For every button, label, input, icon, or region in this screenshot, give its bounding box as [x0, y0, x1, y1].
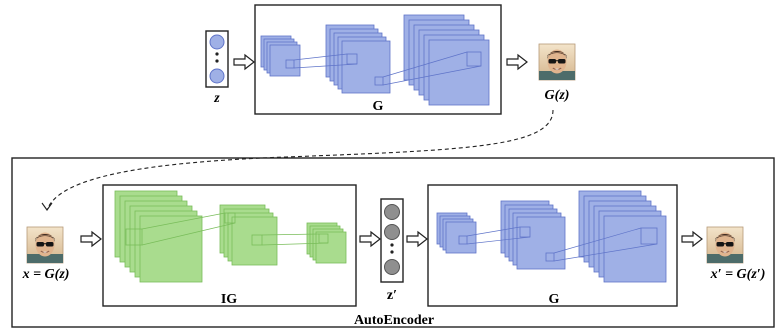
- connector-line: [141, 222, 236, 246]
- inverse-generator-label: IG: [221, 292, 237, 307]
- connector-line: [466, 236, 531, 245]
- feature-map: [603, 215, 667, 283]
- latent-label-bottom: z′: [387, 288, 397, 303]
- generator-stack-top-medium: [325, 24, 391, 94]
- kernel-patch: [640, 227, 658, 245]
- feature-map: [516, 216, 566, 270]
- autoencoder-section: x = G(z): [11, 157, 775, 328]
- feature-map: [315, 231, 347, 264]
- dashed-connector-icon: [41, 109, 554, 211]
- connector-line: [553, 227, 642, 254]
- input-image-label: x = G(z): [22, 267, 70, 282]
- connector-line: [382, 65, 482, 86]
- autoencoder-label: AutoEncoder: [354, 313, 434, 328]
- connector-line: [261, 233, 320, 236]
- latent-dot-bottom-2: [390, 250, 394, 254]
- latent-node-top-2: [209, 68, 225, 84]
- kernel-patch: [466, 51, 482, 67]
- connector-line: [553, 243, 658, 262]
- generator-stack-bottom-medium: [500, 200, 566, 270]
- arrow-icon-top-1: [233, 54, 255, 70]
- connector-line: [466, 226, 521, 237]
- feature-map: [231, 216, 278, 266]
- top-generator-section: z: [205, 4, 576, 115]
- inverse-generator-connectors: [141, 212, 329, 246]
- arrow-icon-bottom-4: [681, 231, 703, 247]
- generated-image-label: G(z): [545, 88, 570, 103]
- face-thumbnail-icon-top: [538, 43, 576, 81]
- generator-stack-top-small: [260, 35, 301, 77]
- kernel-patch: [545, 252, 555, 262]
- feature-map: [341, 40, 391, 94]
- kernel-patch: [285, 59, 295, 69]
- latent-node-bottom-2: [384, 224, 400, 240]
- generator-stack-top-large: [403, 14, 490, 106]
- latent-dot-bottom-1: [390, 243, 394, 247]
- latent-node-top-1: [209, 34, 225, 50]
- latent-node-bottom-1: [384, 204, 400, 220]
- latent-vector-top: [205, 30, 229, 88]
- face-thumbnail-icon-input: [26, 226, 64, 264]
- arrow-icon-bottom-3: [406, 231, 428, 247]
- connector-line: [141, 212, 226, 230]
- feature-map: [445, 221, 477, 254]
- latent-dot-top-1: [215, 52, 219, 56]
- face-thumbnail-icon-output: [706, 226, 744, 264]
- connector-line: [293, 53, 348, 61]
- latent-dot-top-2: [215, 59, 219, 63]
- latent-node-bottom-3: [384, 259, 400, 275]
- generator-stack-bottom-small: [436, 212, 477, 254]
- kernel-patch: [458, 235, 468, 245]
- latent-vector-bottom: [380, 198, 404, 283]
- kernel-patch: [125, 228, 143, 246]
- kernel-patch: [251, 234, 263, 246]
- kernel-patch: [519, 226, 531, 238]
- generator-label-bottom: G: [549, 292, 560, 307]
- latent-label-top: z: [213, 91, 220, 106]
- inverse-generator-stack-large: [114, 190, 203, 283]
- output-image-label: x′ = G(z′): [710, 267, 766, 282]
- connector-line: [293, 63, 358, 69]
- arrow-icon-top-2: [506, 54, 528, 70]
- autoencoder-outer-box: [11, 157, 775, 328]
- feature-map: [269, 44, 301, 77]
- connector-line: [261, 242, 329, 246]
- kernel-patch: [374, 76, 384, 86]
- generator-top-connectors: [293, 51, 482, 86]
- arrow-icon-bottom-1: [80, 231, 102, 247]
- generator-bottom-connectors: [466, 226, 658, 262]
- feature-map: [139, 215, 203, 283]
- kernel-patch: [224, 212, 236, 224]
- connector-line: [382, 51, 468, 78]
- inverse-generator-stack-medium: [219, 204, 278, 266]
- generator-label-top: G: [373, 99, 384, 114]
- feature-map: [428, 39, 490, 106]
- arrow-icon-bottom-2: [359, 231, 381, 247]
